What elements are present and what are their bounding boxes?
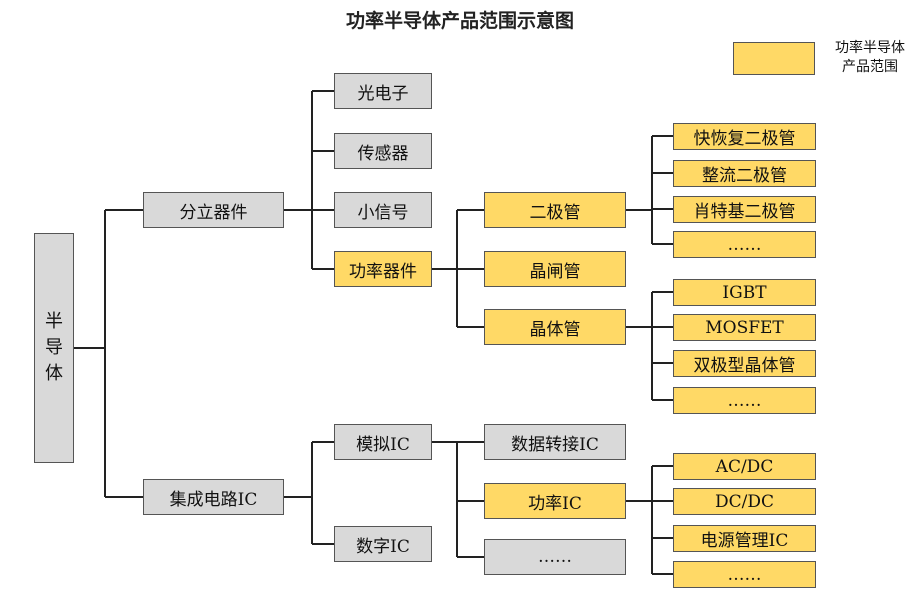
node-mosfet: MOSFET xyxy=(673,314,816,341)
node-analog-more: …… xyxy=(484,539,626,575)
node-power-device: 功率器件 xyxy=(334,251,432,287)
legend-line-2: 产品范围 xyxy=(842,59,898,75)
diagram-title: 功率半导体产品范围示意图 xyxy=(345,10,574,32)
node-pmic: 电源管理IC xyxy=(673,525,816,552)
legend-label: 功率半导体 产品范围 xyxy=(822,39,918,77)
node-thyristor: 晶闸管 xyxy=(484,251,626,287)
legend-swatch xyxy=(733,42,815,75)
node-acdc: AC/DC xyxy=(673,453,816,480)
node-power-ic-more: …… xyxy=(673,561,816,588)
node-diode-more: …… xyxy=(673,231,816,258)
node-fast-recovery-diode: 快恢复二极管 xyxy=(673,123,816,150)
node-diode: 二极管 xyxy=(484,192,626,228)
node-sensor: 传感器 xyxy=(334,133,432,169)
node-transistor-more: …… xyxy=(673,387,816,414)
node-optoelectronics: 光电子 xyxy=(334,73,432,109)
node-analog-ic: 模拟IC xyxy=(334,424,432,460)
node-integrated-circuit: 集成电路IC xyxy=(143,479,284,515)
node-small-signal: 小信号 xyxy=(334,192,432,228)
node-dcdc: DC/DC xyxy=(673,488,816,515)
node-semiconductor-char-3: 体 xyxy=(45,363,63,384)
node-power-ic: 功率IC xyxy=(484,483,626,519)
node-schottky-diode: 肖特基二极管 xyxy=(673,196,816,223)
legend-line-1: 功率半导体 xyxy=(835,40,905,56)
node-rectifier-diode: 整流二极管 xyxy=(673,160,816,187)
node-semiconductor-char-1: 半 xyxy=(45,311,63,332)
node-data-converter-ic: 数据转接IC xyxy=(484,424,626,460)
node-igbt: IGBT xyxy=(673,279,816,306)
node-transistor: 晶体管 xyxy=(484,309,626,345)
node-semiconductor-char-2: 导 xyxy=(45,337,63,358)
node-discrete-devices: 分立器件 xyxy=(143,192,284,228)
node-semiconductor: 半 导 体 xyxy=(34,233,74,463)
node-digital-ic: 数字IC xyxy=(334,526,432,562)
node-bjt: 双极型晶体管 xyxy=(673,350,816,377)
